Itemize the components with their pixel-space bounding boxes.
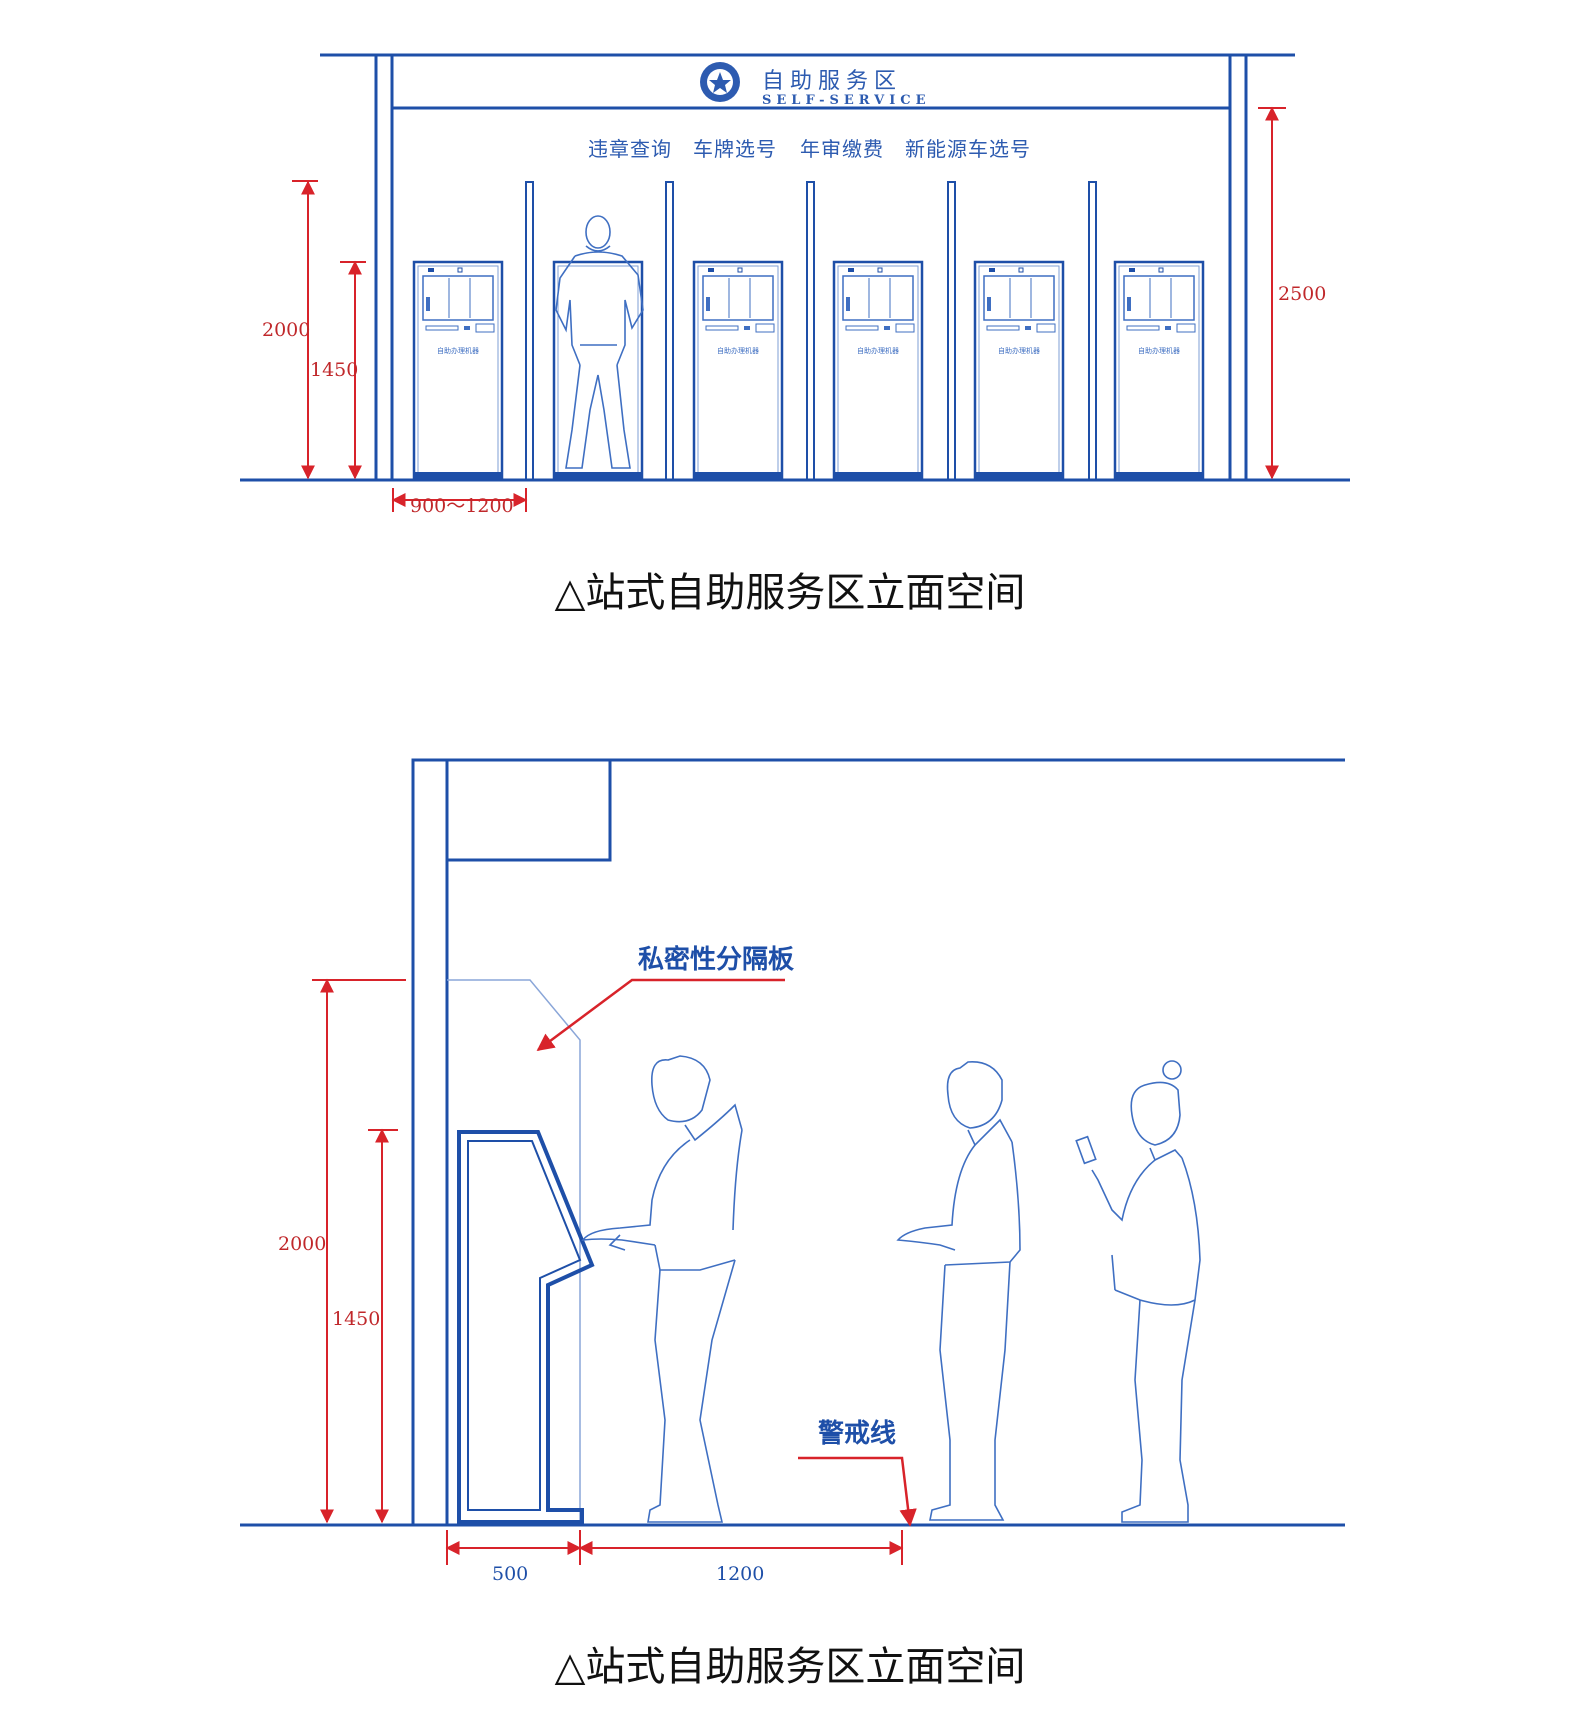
warning-pointer — [798, 1456, 917, 1527]
service-label-3: 年审缴费 — [800, 137, 884, 161]
bottom-elevation — [240, 758, 1345, 1527]
caption-bottom: △站式自助服务区立面空间 — [554, 1644, 1026, 1690]
person-back-view — [555, 215, 644, 469]
dim-bottom-2000-label: 2000 — [278, 1233, 326, 1255]
dim-1200-label: 1200 — [716, 1563, 764, 1585]
service-label-1: 违章查询 — [588, 137, 672, 161]
kiosk-3: 自助办理机器 — [692, 260, 784, 480]
bottom-dimensions — [312, 978, 904, 1565]
service-label-4: 新能源车选号 — [905, 137, 1031, 161]
kiosk-6: 自助办理机器 — [1113, 260, 1205, 480]
privacy-partition-label: 私密性分隔板 — [638, 944, 794, 975]
kiosk-4: 自助办理机器 — [832, 260, 924, 480]
warning-line-label: 警戒线 — [818, 1418, 896, 1449]
kiosk-2 — [552, 260, 644, 480]
kiosk-label: 自助办理机器 — [437, 346, 479, 355]
dim-500-label: 500 — [492, 1563, 528, 1585]
dim-bottom-1450-label: 1450 — [332, 1308, 380, 1330]
kiosk-5: 自助办理机器 — [973, 260, 1065, 480]
person-waiting-1 — [896, 1061, 1021, 1521]
caption-top: △站式自助服务区立面空间 — [554, 570, 1026, 616]
header-subtitle: SELF-SERVICE — [762, 93, 931, 108]
person-using-kiosk — [581, 1055, 743, 1523]
dim-1450-label: 1450 — [310, 359, 358, 381]
dim-2000-label: 2000 — [262, 319, 310, 341]
kiosk-label: 自助办理机器 — [717, 346, 759, 355]
divider-posts — [525, 181, 1097, 481]
kiosk-1: 自助办理机器 — [412, 260, 504, 480]
top-dimensions — [292, 106, 1286, 512]
dim-900-1200-label: 900～1200 — [410, 495, 514, 517]
header-title: 自助服务区 — [762, 69, 902, 94]
top-elevation — [240, 53, 1350, 482]
privacy-pointer — [536, 978, 785, 1052]
dim-2500-label: 2500 — [1278, 283, 1326, 305]
kiosk-label: 自助办理机器 — [857, 346, 899, 355]
kiosk-label: 自助办理机器 — [1138, 346, 1180, 355]
person-waiting-2 — [1075, 1060, 1201, 1523]
police-emblem-icon — [700, 62, 740, 102]
kiosk-label: 自助办理机器 — [998, 346, 1040, 355]
service-label-2: 车牌选号 — [693, 137, 777, 161]
kiosk-row: 自助办理机器 自助办理机器 自助办理机器 自助办理机器 自助办理机器 — [412, 260, 1205, 480]
